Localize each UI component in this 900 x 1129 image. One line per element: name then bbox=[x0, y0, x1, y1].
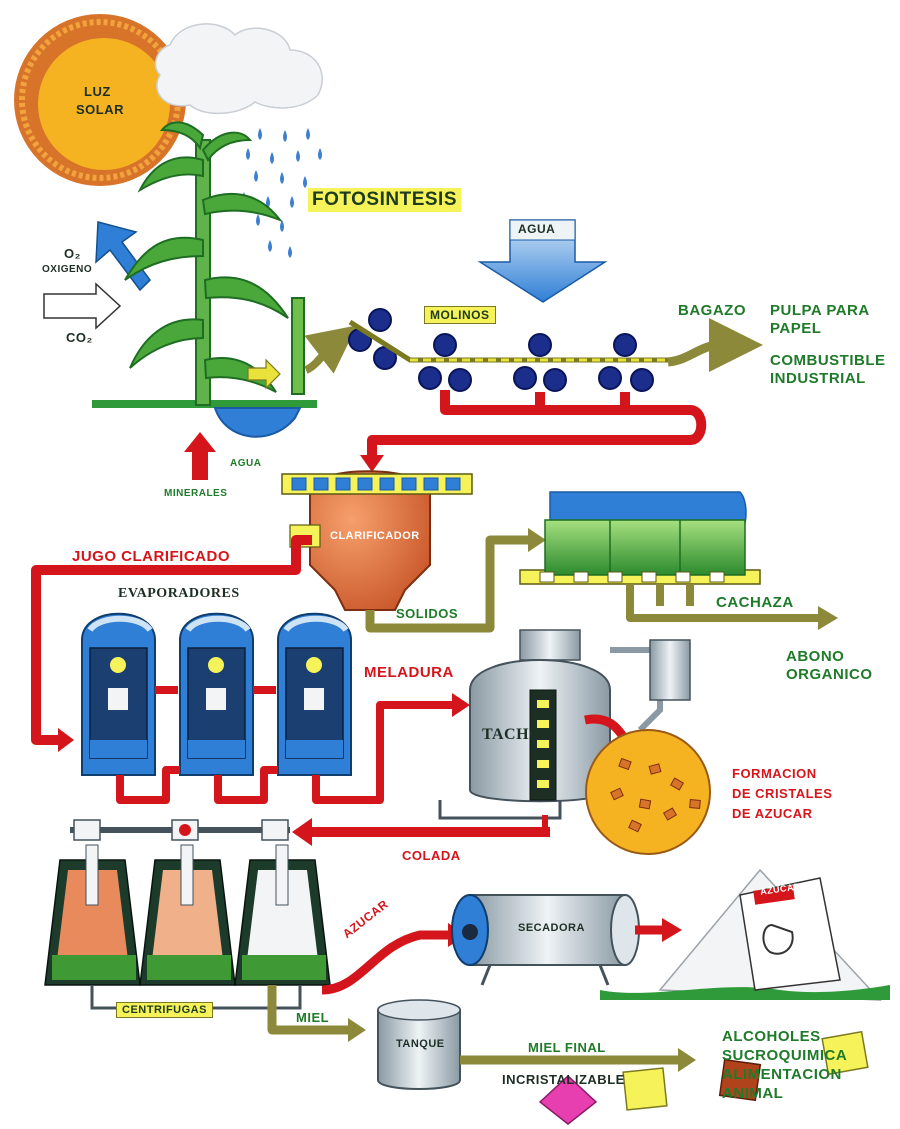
filter-cake-label: CACHAZA bbox=[716, 594, 794, 611]
juice-pipe bbox=[367, 390, 707, 460]
products-label-2: SUCROQUIMICA bbox=[722, 1047, 848, 1064]
strike-label: COLADA bbox=[402, 848, 461, 863]
sun-label-2: SOLAR bbox=[76, 102, 124, 117]
crystal-label-2: DE CRISTALES bbox=[732, 786, 833, 801]
sun bbox=[14, 14, 186, 186]
products-label-4: ANIMAL bbox=[722, 1085, 784, 1102]
cachaza-pipe bbox=[626, 584, 820, 622]
oxygen-label: O₂ bbox=[64, 246, 81, 261]
centrifuge-3 bbox=[234, 844, 331, 986]
solids-label: SOLIDOS bbox=[396, 606, 459, 621]
juice-pipe-arrowhead bbox=[360, 455, 384, 472]
pulp-label-2: PAPEL bbox=[770, 320, 822, 337]
molasses-pipe bbox=[267, 985, 350, 1035]
bagasse-label: BAGAZO bbox=[678, 302, 746, 319]
fertilizer-label-2: ORGANICO bbox=[786, 666, 873, 683]
crystal-label-3: DE AZUCAR bbox=[732, 806, 813, 821]
evaporator-pipes bbox=[116, 686, 455, 804]
inedible-label: INCRISTALIZABLE bbox=[502, 1072, 625, 1087]
evaporator-3 bbox=[277, 612, 352, 776]
clarifier bbox=[281, 470, 473, 611]
clarified-juice-arrowhead bbox=[58, 728, 74, 752]
molasses-label: MIEL bbox=[296, 1010, 330, 1025]
evaporator-1 bbox=[81, 612, 156, 776]
solids-arrowhead bbox=[528, 528, 546, 552]
molasses-tank bbox=[377, 999, 461, 1090]
fuel-label-2: INDUSTRIAL bbox=[770, 370, 866, 387]
fuel-label-1: COMBUSTIBLE bbox=[770, 352, 886, 369]
cloud bbox=[154, 23, 323, 115]
pulp-label-1: PULPA PARA bbox=[770, 302, 870, 319]
cachaza-arrowhead bbox=[818, 606, 838, 630]
oxygen-sub-label: OXIGENO bbox=[42, 264, 93, 275]
crystal-formation bbox=[584, 714, 711, 855]
water-arrow bbox=[477, 219, 608, 303]
water-top-label: AGUA bbox=[518, 222, 556, 236]
mill-rollers bbox=[348, 308, 654, 392]
centrifuge-1 bbox=[44, 844, 141, 986]
centrifuge-2 bbox=[139, 844, 236, 986]
vacuum-pan-label: TACHO bbox=[482, 726, 542, 743]
rotary-filter bbox=[519, 491, 761, 585]
product-shapes bbox=[538, 1030, 869, 1125]
tank-label: TANQUE bbox=[396, 1038, 445, 1050]
syrup-label: MELADURA bbox=[364, 664, 454, 681]
mill-conveyor bbox=[348, 318, 763, 372]
clarified-juice-pipe bbox=[31, 535, 312, 745]
products-label-1: ALCOHOLES bbox=[722, 1028, 821, 1045]
evaporators bbox=[81, 612, 352, 776]
evaporator-2 bbox=[179, 612, 254, 776]
clarifier-label: CLARIFICADOR bbox=[330, 530, 420, 542]
minerals-arrow bbox=[184, 432, 216, 480]
strike-arrowhead bbox=[292, 818, 312, 846]
clarified-juice-label: JUGO CLARIFICADO bbox=[72, 548, 230, 565]
sugar-bag bbox=[600, 868, 890, 1001]
sugar-pipe bbox=[321, 930, 450, 995]
photosynthesis-label: FOTOSINTESIS bbox=[308, 188, 462, 212]
juice-label: JUGO O GUARAPO bbox=[476, 414, 613, 430]
molasses-arrowhead bbox=[348, 1018, 366, 1042]
co2-arrow bbox=[43, 282, 122, 330]
vacuum-pan bbox=[438, 629, 691, 835]
evaporators-label: EVAPORADORES bbox=[118, 586, 240, 601]
co2-label: CO₂ bbox=[66, 330, 93, 345]
mills-label: MOLINOS bbox=[424, 306, 496, 324]
final-molasses-arrowhead bbox=[678, 1048, 696, 1072]
syrup-arrowhead bbox=[452, 693, 470, 717]
products-label-3: ALIMENTACION bbox=[722, 1066, 842, 1083]
minerals-label: MINERALES bbox=[164, 488, 228, 499]
dryer-label: SECADORA bbox=[518, 922, 585, 934]
cut-cane bbox=[247, 297, 358, 395]
centrifuges bbox=[44, 819, 331, 1010]
sun-label-1: LUZ bbox=[84, 84, 111, 99]
centrifuges-label: CENTRIFUGAS bbox=[116, 1002, 213, 1018]
solids-pipe bbox=[365, 535, 530, 633]
fertilizer-label-1: ABONO bbox=[786, 648, 845, 665]
sugar-cane-plant bbox=[124, 121, 289, 406]
final-molasses-label: MIEL FINAL bbox=[528, 1040, 606, 1055]
water-soil-label: AGUA bbox=[230, 458, 262, 469]
dryer bbox=[451, 894, 682, 986]
crystal-label-1: FORMACION bbox=[732, 766, 817, 781]
